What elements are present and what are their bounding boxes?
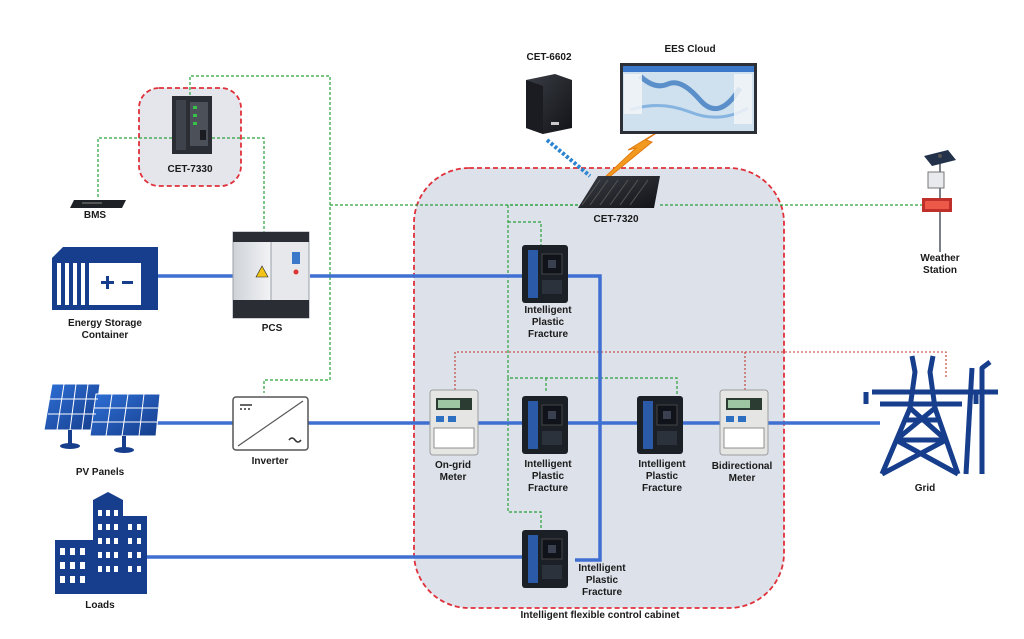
inverter-icon [232,396,309,451]
cet6602-label: CET-6602 [526,52,572,63]
inverter-label: Inverter [251,456,289,467]
bms-icon [70,200,126,208]
solar-panel-icon [43,383,161,453]
breaker-2 [522,396,568,454]
on-grid-meter-body [429,389,479,456]
bms-label: BMS [83,210,107,221]
storage-label-2: Container [81,330,129,341]
cloud-link [545,138,592,178]
loads-label: Loads [85,600,115,611]
breaker-icon [522,245,683,588]
comm-lines [97,75,925,530]
on-grid-label-2: Meter [439,472,467,483]
monitor-icon [620,63,757,134]
cet7320-label: CET-7320 [593,214,639,225]
power-lines [145,274,880,562]
ipf-1-line3: Fracture [527,329,568,340]
transmission-tower-icon [863,355,998,477]
pcs-icon [232,231,310,319]
gateway-icon [578,176,660,208]
meter-icon [429,389,769,456]
ipf-2-line3: Fracture [527,483,568,494]
bidirectional-label-1: Bidirectional [711,461,773,472]
ipf-1-line2: Plastic [531,317,565,328]
rs485-lines [454,351,947,392]
ipf-4-line2: Plastic [585,575,619,586]
ipf-1-line1: Intelligent [524,305,572,316]
grid-label: Grid [914,483,936,494]
ees-cloud-label: EES Cloud [664,44,716,55]
ipf-2-line1: Intelligent [524,459,572,470]
storage-label-1: Energy Storage [68,318,142,329]
bidirectional-meter-body [719,389,769,456]
ipf-2-line2: Plastic [531,471,565,482]
weather-label-1: Weather [920,253,960,264]
building-icon [55,492,147,594]
ipf-3-line1: Intelligent [638,459,686,470]
breaker-3 [637,396,683,454]
breaker-1 [522,245,568,303]
breaker-4 [522,530,568,588]
ipf-3-line3: Fracture [641,483,682,494]
on-grid-label-1: On-grid [434,460,472,471]
ipf-3-line2: Plastic [645,471,679,482]
cet7330-label: CET-7330 [167,164,213,175]
pv-label: PV Panels [75,467,125,478]
server-icon [526,74,572,134]
weather-station-icon [922,150,956,252]
bidirectional-label-2: Meter [728,473,756,484]
weather-label-2: Station [923,265,957,276]
cabinet-label: Intelligent flexible control cabinet [520,610,680,621]
ipf-4-line1: Intelligent [578,563,626,574]
pcs-label: PCS [261,323,283,334]
cet7330-device-icon [172,96,212,154]
ipf-4-line3: Fracture [581,587,622,598]
container-icon [52,247,158,310]
